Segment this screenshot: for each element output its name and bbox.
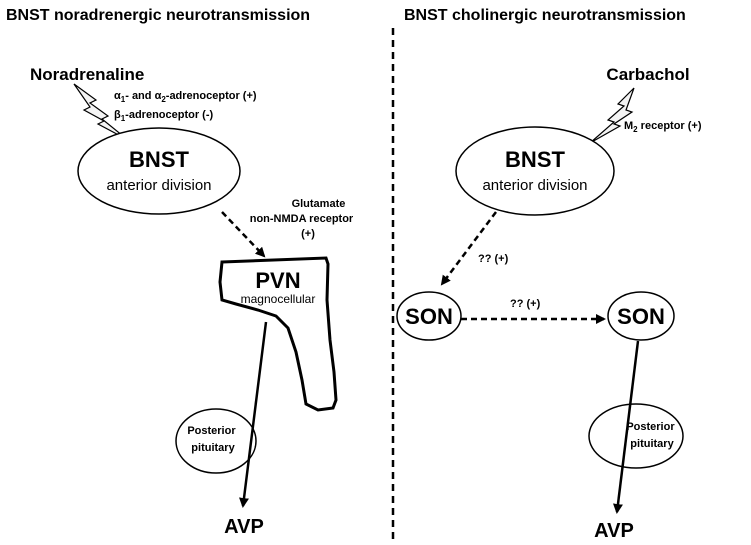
son-to-avp-arrow: [613, 340, 640, 514]
beta-receptor-label: β1-adrenoceptor (-): [114, 109, 214, 123]
unknown-label-2: ?? (+): [510, 298, 541, 310]
right-panel-title: BNST cholinergic neurotransmission: [404, 7, 686, 24]
bnst-label-left: BNST: [129, 147, 189, 172]
bnst-to-son-arrow: [440, 211, 497, 286]
m2-receptor-label: M2 receptor (+): [624, 120, 702, 134]
bnst-node-left: [77, 127, 241, 215]
son-label-left: SON: [405, 304, 453, 329]
avp-output-left: AVP: [224, 516, 264, 538]
pituitary-label-right: Posterior pituitary: [626, 421, 677, 450]
noradrenaline-label: Noradrenaline: [30, 65, 144, 84]
pituitary-label-left: Posterior pituitary: [187, 425, 238, 454]
pvn-to-avp-arrow: [239, 321, 268, 508]
left-panel-title: BNST noradrenergic neurotransmission: [6, 7, 310, 24]
pituitary-node-left: [175, 408, 257, 474]
bnst-label-right: BNST: [505, 147, 565, 172]
son-node-right: [607, 291, 675, 341]
pituitary-node-right: [588, 403, 684, 469]
glutamate-label: Glutamate non-NMDA receptor (+): [250, 198, 357, 240]
unknown-label-1: ?? (+): [478, 253, 509, 265]
bnst-node-right: [455, 126, 615, 216]
bnst-to-pvn-arrow: [221, 211, 266, 258]
pvn-region: [218, 256, 338, 412]
pvn-sub: magnocellular: [241, 292, 316, 306]
avp-output-right: AVP: [594, 520, 634, 542]
bnst-sub-right: anterior division: [482, 177, 587, 194]
alpha-receptor-label: α1- and α2-adrenoceptor (+): [114, 90, 257, 104]
son-label-right: SON: [617, 304, 665, 329]
son-node-left: [396, 291, 462, 341]
pvn-label: PVN: [255, 268, 300, 293]
bnst-sub-left: anterior division: [106, 177, 211, 194]
lightning-bolt-icon-right: [589, 87, 635, 144]
carbachol-label: Carbachol: [606, 65, 689, 84]
